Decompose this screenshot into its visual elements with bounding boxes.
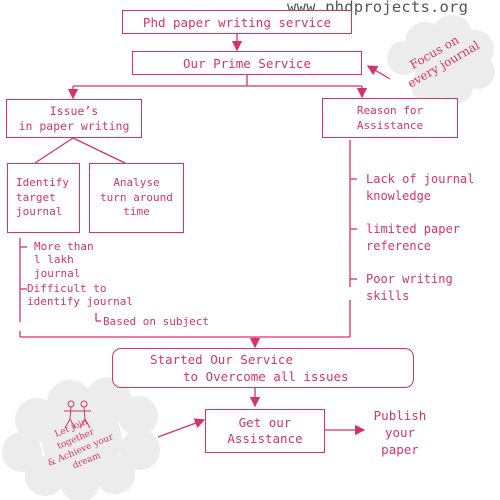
reason-item: Poor writing skills: [366, 272, 453, 304]
issues-box: Issue’s in paper writing: [6, 99, 142, 138]
publish-text: Publish your paper: [373, 408, 427, 457]
get-assistance-box: Get our Assistance: [205, 409, 325, 453]
title-box: Phd paper writing service: [122, 10, 352, 34]
prime-service-box: Our Prime Service: [132, 51, 362, 75]
focus-cloud-shape: [387, 15, 495, 104]
reason-item: limited paper reference: [366, 222, 460, 254]
started-service-box: Started Our Service to Overcome all issu…: [112, 348, 414, 388]
reason-item: Lack of journal knowledge: [366, 172, 475, 204]
join-cloud-shape: [2, 377, 160, 500]
note-difficult: Difficult to identify journal: [27, 282, 133, 309]
identify-journal-box: Identify target journal: [7, 163, 80, 233]
note-based: Based on subject: [103, 315, 209, 328]
reason-box: Reason for Assistance: [322, 98, 458, 138]
analyse-time-box: Analyse turn around time: [89, 163, 184, 233]
started-line-2: to Overcome all issues: [183, 369, 349, 384]
started-line-1: Started Our Service: [150, 352, 293, 367]
note-more-than: More than l lakh journal: [34, 240, 94, 280]
people-icon: [64, 400, 91, 429]
